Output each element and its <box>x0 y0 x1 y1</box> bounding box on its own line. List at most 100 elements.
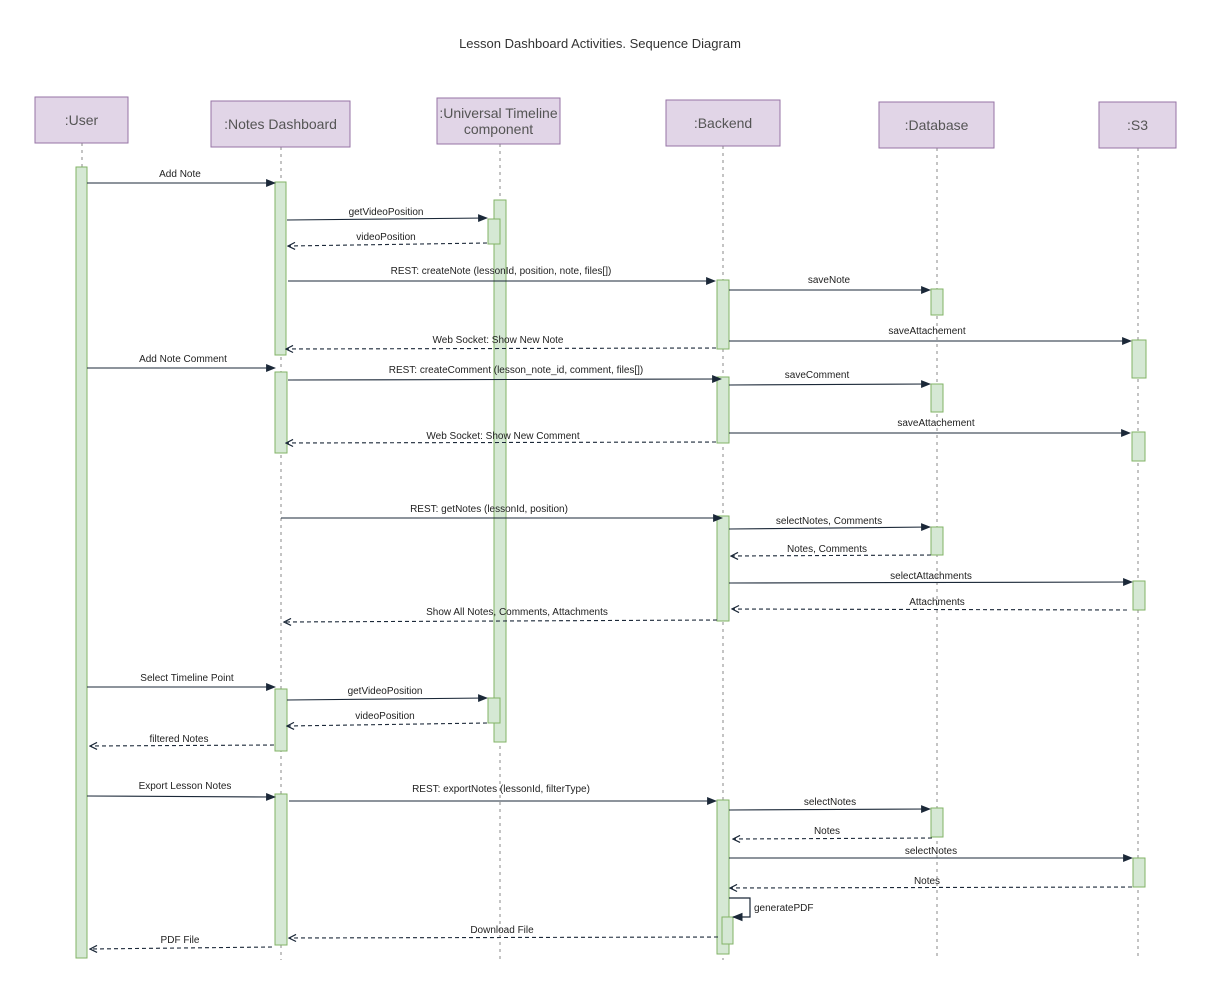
message-11: Web Socket: Show New Comment <box>286 431 717 443</box>
activation-bar-database <box>930 526 944 556</box>
participant-backend: :Backend <box>665 99 781 147</box>
message-4: saveNote <box>729 275 931 294</box>
message-7: Add Note Comment <box>87 354 276 372</box>
message-label: getVideoPosition <box>349 207 424 218</box>
message-label: selectNotes, Comments <box>776 516 882 527</box>
activation-bar-s3 <box>1132 580 1146 611</box>
activation-bar-backend <box>716 515 730 622</box>
message-3: REST: createNote (lessonId, position, no… <box>288 266 716 285</box>
message-label: selectNotes <box>804 797 856 808</box>
message-label: Web Socket: Show New Comment <box>426 431 579 442</box>
activation-bar-backend <box>716 279 730 350</box>
participant-box <box>1098 101 1177 149</box>
message-20: videoPosition <box>287 711 488 726</box>
participant-box <box>878 101 995 149</box>
message-label: saveNote <box>808 275 851 286</box>
message-label: REST: createNote (lessonId, position, no… <box>391 266 612 277</box>
participant-box <box>436 97 561 145</box>
return-message-arrow <box>733 838 933 839</box>
message-label: Export Lesson Notes <box>139 781 232 792</box>
sync-message-arrow <box>728 805 931 814</box>
message-28: generatePDF <box>729 897 813 922</box>
message-1: getVideoPosition <box>286 207 488 223</box>
return-message-arrow <box>287 723 488 726</box>
activation-bar-database <box>930 383 944 413</box>
message-label: REST: createComment (lesson_note_id, com… <box>389 365 644 376</box>
message-label: selectNotes <box>905 846 957 857</box>
message-23: REST: exportNotes (lessonId, filterType) <box>289 784 717 805</box>
participant-notes: :Notes Dashboard <box>210 100 351 148</box>
message-label: saveAttachement <box>888 326 965 337</box>
message-17: Show All Notes, Comments, Attachments <box>284 607 718 622</box>
message-24: selectNotes <box>728 797 931 814</box>
return-message-arrow <box>731 555 932 556</box>
activation-bar-notes <box>274 371 288 454</box>
return-message-arrow <box>286 442 717 443</box>
message-label: saveAttachement <box>897 418 974 429</box>
message-label: selectAttachments <box>890 571 972 582</box>
message-13: selectNotes, Comments <box>728 516 931 532</box>
participant-label: :Backend <box>694 115 752 131</box>
message-22: Export Lesson Notes <box>86 781 276 801</box>
activation-bars <box>75 166 1147 959</box>
message-label: getVideoPosition <box>348 686 423 697</box>
message-label: filtered Notes <box>150 734 209 745</box>
message-26: selectNotes <box>729 846 1133 862</box>
message-label: Web Socket: Show New Note <box>433 335 564 346</box>
sync-message-arrow <box>286 694 488 703</box>
message-2: videoPosition <box>288 232 488 246</box>
activation-bar-database <box>930 807 944 838</box>
message-15: selectAttachments <box>728 571 1133 586</box>
message-label: videoPosition <box>356 232 415 243</box>
message-21: filtered Notes <box>90 734 275 746</box>
message-label: videoPosition <box>355 711 414 722</box>
activation-bar-timeline <box>493 199 507 743</box>
message-label: Attachments <box>909 597 965 608</box>
message-5: saveAttachement <box>729 326 1132 345</box>
participant-box <box>34 96 129 144</box>
message-6: Web Socket: Show New Note <box>286 335 717 349</box>
activation-bar-database <box>930 288 944 316</box>
activation-bar-backend <box>716 376 730 444</box>
participant-database: :Database <box>878 101 995 149</box>
activation-bar-notes <box>274 793 288 946</box>
message-label: saveComment <box>785 370 850 381</box>
return-message-arrow <box>90 745 275 746</box>
sync-message-arrow <box>287 375 722 383</box>
return-message-arrow <box>284 620 718 622</box>
return-message-arrow <box>732 609 1128 610</box>
message-16: Attachments <box>732 597 1128 610</box>
messages: Add NotegetVideoPositionvideoPositionRES… <box>86 169 1133 949</box>
activation-bar-notes <box>274 181 287 356</box>
message-9: saveComment <box>728 370 931 389</box>
activation-bar-notes <box>274 688 288 752</box>
message-18: Select Timeline Point <box>87 673 276 691</box>
sync-message-arrow <box>286 214 488 223</box>
message-label: Download File <box>470 925 534 936</box>
message-25: Notes <box>733 826 933 839</box>
message-label: Notes, Comments <box>787 544 867 555</box>
message-label: REST: getNotes (lessonId, position) <box>410 504 568 515</box>
message-label: Notes <box>814 826 840 837</box>
sync-message-arrow <box>86 792 276 801</box>
message-label: Add Note Comment <box>139 354 227 365</box>
return-message-arrow <box>90 947 273 949</box>
self-message-arrow <box>729 897 751 922</box>
message-10: saveAttachement <box>729 418 1131 437</box>
return-message-arrow <box>730 887 1133 888</box>
activation-bar-s3 <box>1131 431 1146 462</box>
participant-user: :User <box>34 96 129 144</box>
message-label: Add Note <box>159 169 201 180</box>
message-30: PDF File <box>90 935 273 949</box>
participant-box <box>665 99 781 147</box>
participants: :User :Notes Dashboard :Universal Timeline… <box>34 96 1177 149</box>
message-label: Notes <box>914 876 940 887</box>
message-label: generatePDF <box>754 903 813 914</box>
message-8: REST: createComment (lesson_note_id, com… <box>287 365 722 383</box>
activation-bar-s3 <box>1131 339 1147 379</box>
participant-label: :Notes Dashboard <box>224 116 337 132</box>
participant-s3: :S3 <box>1098 101 1177 149</box>
activation-bar-backend <box>716 799 730 955</box>
